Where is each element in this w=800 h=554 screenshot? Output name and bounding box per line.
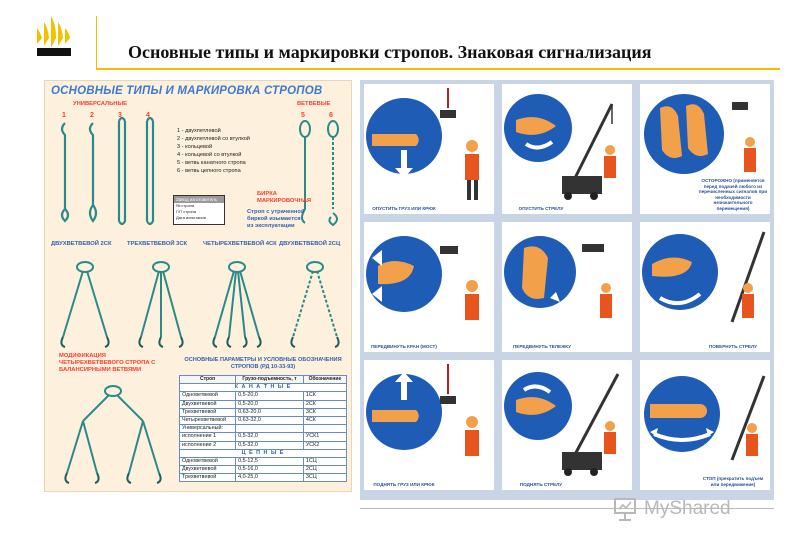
sling-types-poster: ОСНОВНЫЕ ТИПЫ И МАРКИРОВКА СТРОПОВ УНИВЕ… — [44, 80, 352, 492]
type-3sk-label: ТРЕХВЕТВЕВОЙ 3СК — [127, 241, 188, 247]
table-row: Универсальный: — [178, 424, 348, 434]
signal-raise-load: ПОДНЯТЬ ГРУЗ ИЛИ КРЮК — [364, 360, 494, 490]
bottom-divider — [360, 508, 774, 509]
presentation-icon — [614, 498, 636, 521]
universal-slings-illustration: 1 2 3 4 — [60, 112, 155, 226]
hand-sign-icon — [366, 88, 479, 200]
table-section-chain: Ц Е П Н Ы Е — [179, 448, 347, 458]
marking-tag: Завод изготовитель № стропа Г/П стропа Д… — [173, 195, 225, 225]
modification-label: МОДИФИКАЦИЯ ЧЕТЫРЕХВЕТВЕВОГО СТРОПА С БА… — [59, 353, 156, 373]
company-logo — [37, 16, 71, 56]
balanced-sling-illustration — [64, 385, 162, 484]
tag-card-number: № стропа — [176, 203, 195, 208]
signal-raise-boom: ПОДНЯТЬ СТРЕЛУ — [502, 360, 632, 490]
svg-text:5: 5 — [301, 112, 305, 119]
signal-caption: ОПУСТИТЬ СТРЕЛУ — [518, 205, 564, 211]
header-designation: Обозначение — [302, 374, 348, 385]
svg-text:1: 1 — [62, 112, 66, 119]
signal-rotate-boom: ПОВЕРНУТЬ СТРЕЛУ — [640, 222, 770, 352]
signal-caption: ПОДНЯТЬ ГРУЗ ИЛИ КРЮК — [373, 481, 435, 487]
tag-card-test-date: Дата испытания — [176, 215, 206, 220]
header-accent-line — [96, 16, 97, 68]
type-4sk-label: ЧЕТЫРЕХВЕТВЕВОЙ 4СК — [203, 241, 277, 247]
hand-sign-icon — [504, 236, 612, 318]
hand-sign-icon — [366, 236, 479, 320]
svg-text:2: 2 — [90, 112, 94, 119]
poster-title: ОСНОВНЫЕ ТИПЫ И МАРКИРОВКА СТРОПОВ — [51, 85, 323, 97]
sling-legend: 1 - двухпетлевой 2 - двухпетлевой со вту… — [177, 128, 250, 174]
header-divider — [96, 68, 780, 70]
hand-sign-icon — [644, 94, 756, 174]
svg-text:4: 4 — [146, 112, 150, 119]
hand-sign-icon — [366, 364, 479, 456]
tag-card-maker: Завод изготовитель — [174, 196, 224, 203]
signal-move-crane: ПЕРЕДВИНУТЬ КРАН (МОСТ) — [364, 222, 494, 352]
tag-note: Строп с утраченной биркой изымается из э… — [247, 209, 305, 229]
multi-leg-slings-illustration — [60, 261, 340, 348]
signal-caption: ОПУСТИТЬ ГРУЗ ИЛИ КРЮК — [372, 205, 436, 211]
signal-move-trolley: ПЕРЕДВИНУТЬ ТЕЛЕЖКУ — [502, 222, 632, 352]
svg-text:3: 3 — [118, 112, 122, 119]
slide-title: Основные типы и маркировки стропов. Знак… — [128, 42, 652, 62]
table-section-rope: К А Н А Т Н Ы Е — [179, 383, 347, 393]
signal-caption: СТОП (прекратить подъем или передвижение… — [702, 476, 764, 487]
header-sling: Строп — [178, 374, 237, 385]
signal-caption: ОСТОРОЖНО (применяется перед подачей люб… — [698, 178, 768, 211]
signal-caution: ОСТОРОЖНО (применяется перед подачей люб… — [640, 84, 770, 214]
branch-label: ВЕТВЕВЫЕ — [297, 101, 331, 107]
table-header-row: Строп Грузо-подъемность, т Обозначение — [178, 374, 348, 385]
crane-signals-grid: ОПУСТИТЬ ГРУЗ ИЛИ КРЮК ОПУСТИТЬ СТРЕЛУ О… — [360, 80, 774, 500]
tag-label: БИРКА МАРКИРОВОЧНАЯ — [257, 191, 312, 204]
table-caption: ОСНОВНЫЕ ПАРАМЕТРЫ И УСЛОВНЫЕ ОБОЗНАЧЕНИ… — [184, 357, 342, 370]
tag-card-capacity: Г/П стропа — [176, 209, 196, 214]
universal-label: УНИВЕРСАЛЬНЫЕ — [73, 101, 127, 107]
type-2sc-label: ДВУХВЕТВЕВОЙ 2СЦ — [279, 241, 341, 247]
signal-caption: ПЕРЕДВИНУТЬ ТЕЛЕЖКУ — [512, 343, 572, 349]
watermark: MyShared — [612, 496, 731, 522]
signal-caption: ПОВЕРНУТЬ СТРЕЛУ — [708, 343, 758, 349]
signal-stop: СТОП (прекратить подъем или передвижение… — [640, 360, 770, 490]
hand-sign-icon — [642, 231, 766, 323]
watermark-text: MyShared — [644, 498, 731, 519]
type-2sk-label: ДВУХВЕТВЕВОЙ 2СК — [51, 241, 112, 247]
hand-sign-icon — [504, 372, 620, 476]
hand-sign-icon — [644, 375, 766, 461]
signal-lower-boom: ОПУСТИТЬ СТРЕЛУ — [502, 84, 632, 214]
hand-sign-icon — [504, 94, 616, 200]
signal-caption: ПЕРЕДВИНУТЬ КРАН (МОСТ) — [371, 343, 437, 349]
header-capacity: Грузо-подъемность, т — [235, 374, 304, 385]
sling-parameters-table: Строп Грузо-подъемность, т Обозначение К… — [178, 374, 348, 483]
svg-text:6: 6 — [329, 112, 333, 119]
signal-lower-load: ОПУСТИТЬ ГРУЗ ИЛИ КРЮК — [364, 84, 494, 214]
signal-caption: ПОДНЯТЬ СТРЕЛУ — [519, 481, 563, 487]
